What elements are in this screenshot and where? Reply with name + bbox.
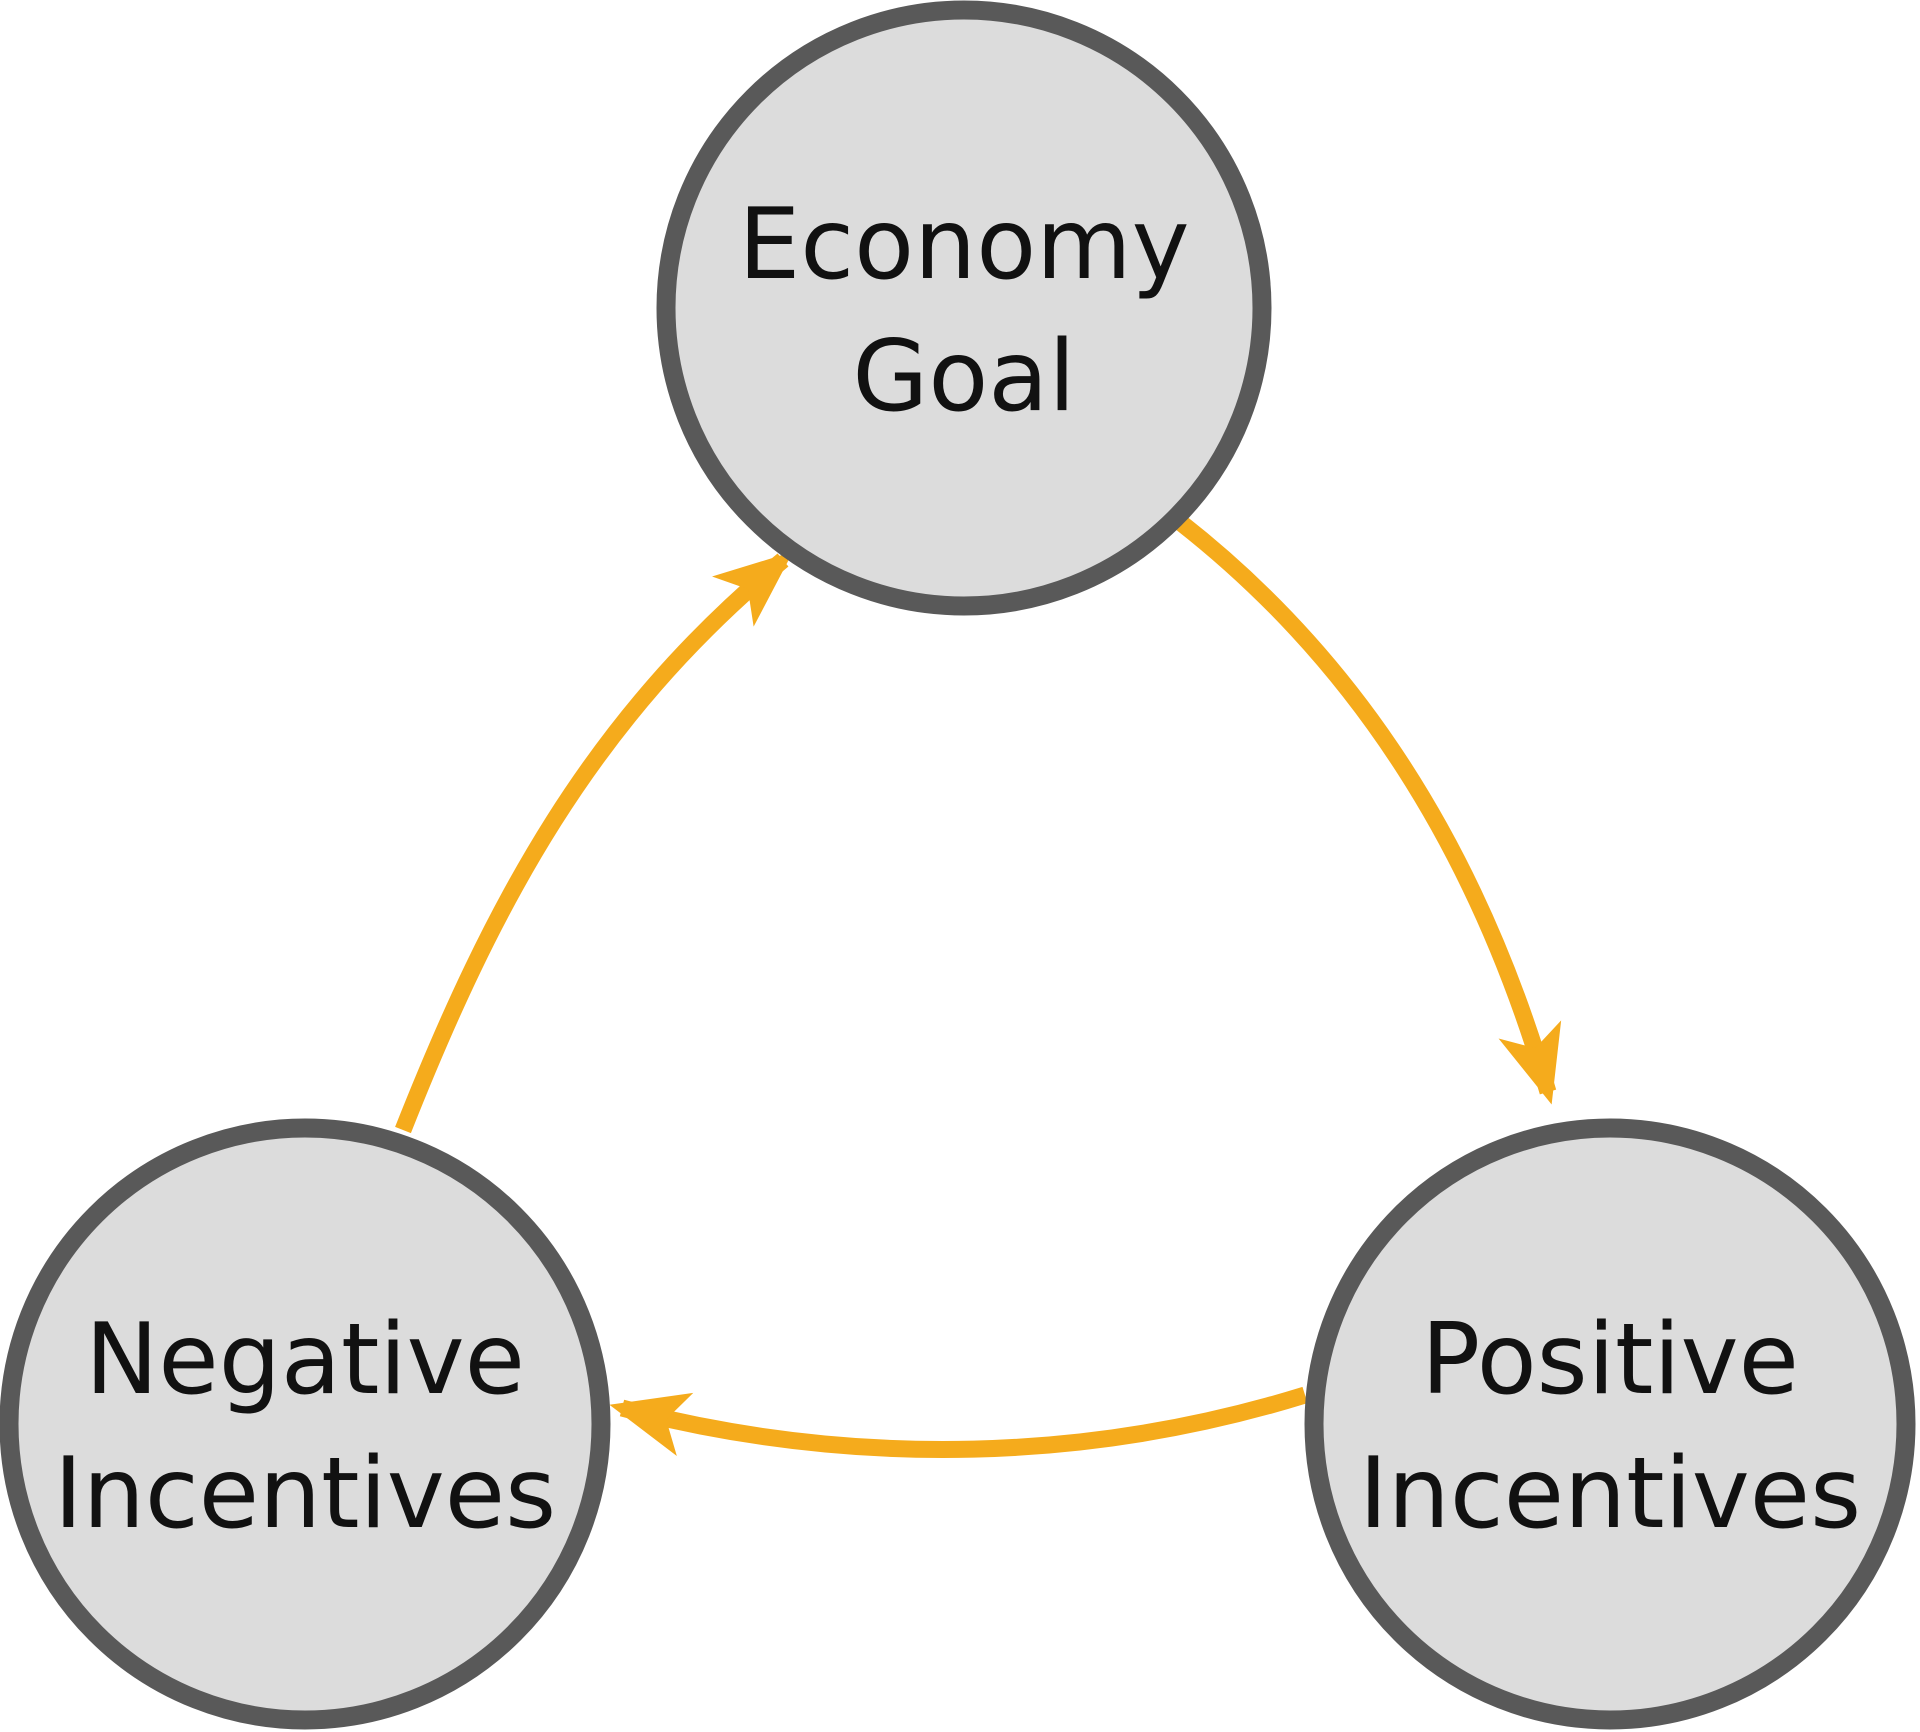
node-economy-goal-line2: Goal <box>852 320 1075 434</box>
node-economy-goal: Economy Goal <box>656 0 1272 616</box>
node-economy-goal-circle <box>656 0 1272 616</box>
node-negative-incentives-line2: Incentives <box>54 1437 556 1551</box>
node-negative-incentives: Negative Incentives <box>0 1118 611 1730</box>
node-positive-incentives-line1: Positive <box>1421 1303 1799 1417</box>
node-negative-incentives-line1: Negative <box>85 1303 525 1417</box>
node-positive-incentives: Positive Incentives <box>1304 1118 1916 1730</box>
arrow-positive-to-negative <box>609 1386 1308 1458</box>
node-negative-incentives-circle <box>0 1118 611 1730</box>
node-positive-incentives-line2: Incentives <box>1359 1437 1861 1551</box>
arrow-economy-to-positive <box>1174 515 1562 1105</box>
node-positive-incentives-circle <box>1304 1118 1916 1730</box>
node-economy-goal-line1: Economy <box>738 188 1189 302</box>
arrow-negative-to-economy <box>395 551 794 1134</box>
